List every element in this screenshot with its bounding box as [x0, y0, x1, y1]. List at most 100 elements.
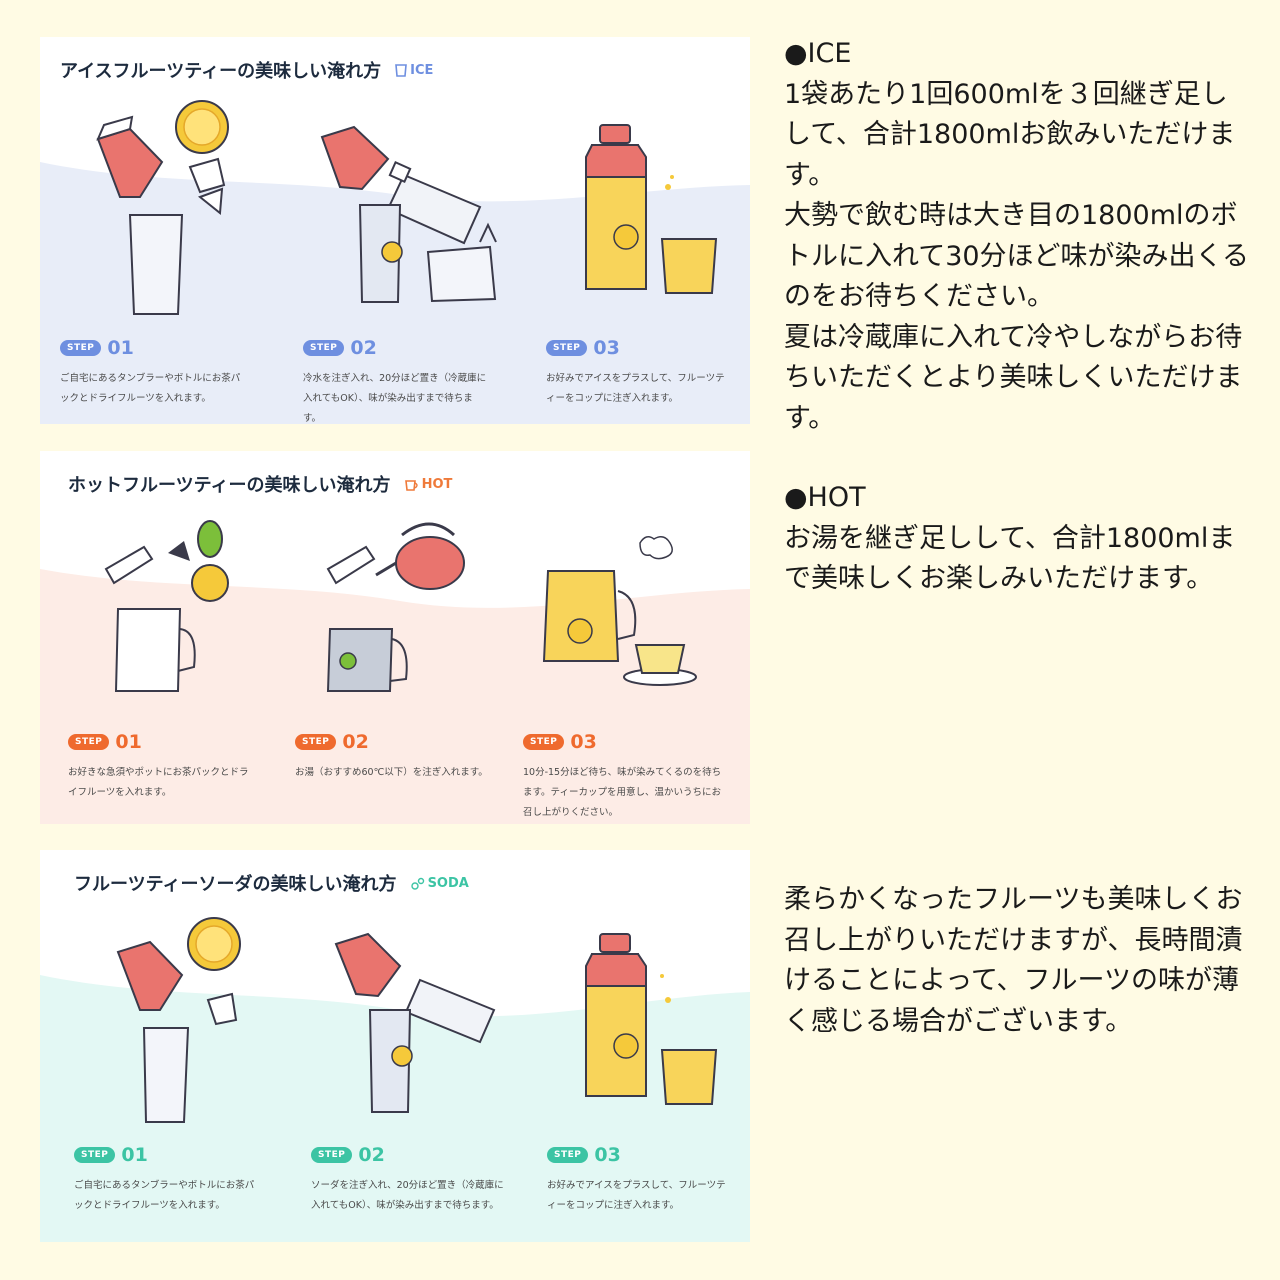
ice-tongs-icon: [479, 222, 497, 243]
step-badge: STEP: [68, 734, 110, 750]
bubble-icon: [665, 997, 671, 1003]
hot-step-1: STEP 01 お好きな急須やポットにお茶パックとドライフルーツを入れます。: [68, 731, 252, 803]
kettle-icon: [375, 522, 465, 590]
soda-card: フルーツティーソーダの美味しい淹れ方 SODA STEP 01 ご自宅にあるタンブ…: [40, 850, 750, 1242]
fruit-note: 柔らかくなったフルーツも美味しくお召し上がりいただけますが、長時間漬けることによ…: [784, 880, 1254, 1042]
ice-note-line: 1袋あたり1回600mlを３回継ぎ足しして、合計1800mlお飲みいただけます。: [784, 78, 1236, 191]
hot-illustrations: [104, 520, 697, 692]
step-badge: STEP: [547, 1147, 589, 1163]
tea-bag-icon: [96, 115, 164, 198]
step-number: 03: [594, 1144, 621, 1166]
step-badge: STEP: [295, 734, 337, 750]
step-description: お好みでアイスをプラスして、フルーツティーをコップに注ぎ入れます。: [546, 373, 725, 404]
soda-step-2: STEP 02 ソーダを注ぎ入れ、20分ほど置き（冷蔵庫に入れてもOK）、味が染み…: [311, 1144, 511, 1216]
hot-step-2: STEP 02 お湯（おすすめ60℃以下）を注ぎ入れます。: [295, 731, 495, 783]
hot-card: ホットフルーツティーの美味しい淹れ方 HOT: [40, 451, 750, 824]
hot-title-text: ホットフルーツティーの美味しい淹れ方: [68, 475, 391, 496]
soda-step-1: STEP 01 ご自宅にあるタンブラーやボトルにお茶パックとドライフルーツを入れま…: [74, 1144, 258, 1216]
step-number: 02: [350, 337, 377, 359]
step-number: 03: [593, 337, 620, 359]
step-badge: STEP: [311, 1147, 353, 1163]
kiwi-slice-icon: [197, 520, 223, 558]
step-badge: STEP: [546, 340, 588, 356]
filter-bottle-icon: [585, 933, 647, 1097]
ice-step-3: STEP 03 お好みでアイスをプラスして、フルーツティーをコップに注ぎ入れます。: [546, 337, 730, 409]
empty-glass-icon: [142, 1027, 190, 1123]
step-description: 10分-15分ほど待ち、味が染みてくるのを待ちます。ティーカップを用意し、温かい…: [523, 767, 722, 818]
apple-slice-icon: [188, 157, 226, 194]
fruit-note-line: 柔らかくなったフルーツも美味しくお召し上がりいただけますが、長時間漬けることによ…: [784, 884, 1243, 1037]
soda-glass-icon: [660, 1049, 718, 1105]
hot-card-title: ホットフルーツティーの美味しい淹れ方 HOT: [68, 471, 452, 497]
hot-heading: ●HOT: [784, 482, 866, 513]
soda-card-title: フルーツティーソーダの美味しい淹れ方 SODA: [74, 870, 469, 896]
bubbles-icon: [410, 877, 424, 890]
lemon-slice-icon: [175, 100, 229, 154]
bubble-icon: [670, 175, 674, 179]
ice-card-title: アイスフルーツティーの美味しい淹れ方 ICE: [60, 57, 433, 83]
ice-illustrations: [96, 100, 718, 315]
tea-bag-icon: [334, 932, 402, 998]
hot-tag-label: HOT: [421, 476, 453, 492]
bubble-icon: [660, 974, 664, 978]
tea-bag-icon: [116, 940, 184, 1011]
ice-tag-label: ICE: [410, 62, 434, 78]
hot-notes: ●HOT お湯を継ぎ足しして、合計1800mlまで美味しくお楽しみいただけます。: [784, 478, 1254, 600]
step-number: 01: [115, 731, 142, 753]
hot-tag: HOT: [404, 476, 453, 492]
step-description: お湯（おすすめ60℃以下）を注ぎ入れます。: [295, 767, 488, 778]
ice-title-text: アイスフルーツティーの美味しい淹れ方: [60, 61, 382, 82]
glass-pitcher-icon: [114, 608, 196, 692]
ice-note-line: 大勢で飲む時は大き目の1800mlのボトルに入れて30分ほど味が染み出くるのをお…: [784, 200, 1250, 312]
step-description: ご自宅にあるタンブラーやボトルにお茶パックとドライフルーツを入れます。: [60, 373, 241, 404]
ice-card: アイスフルーツティーの美味しい淹れ方 ICE: [40, 37, 750, 424]
soda-title-text: フルーツティーソーダの美味しい淹れ方: [74, 874, 397, 895]
ice-tag: ICE: [395, 63, 433, 78]
steam-icon: [639, 536, 673, 560]
step-number: 02: [358, 1144, 385, 1166]
tea-pitcher-icon: [542, 570, 637, 662]
step-description: お好きな急須やポットにお茶パックとドライフルーツを入れます。: [68, 767, 249, 798]
lemon-slice-icon: [381, 241, 403, 263]
step-description: お好みでアイスをプラスして、フルーツティーをコップに注ぎ入れます。: [547, 1180, 726, 1211]
soda-illustrations: [116, 917, 718, 1123]
tea-leaf-icon: [168, 541, 190, 561]
step-badge: STEP: [523, 734, 565, 750]
lemon-slice-icon: [391, 1045, 413, 1067]
orange-slice-icon: [191, 564, 229, 602]
step-number: 03: [570, 731, 597, 753]
tea-bag-icon: [104, 545, 154, 585]
glass-with-tea-icon: [358, 204, 402, 303]
lemon-slice-icon: [187, 917, 241, 971]
iced-tea-glass-icon: [660, 238, 718, 294]
water-bottle-icon: [386, 161, 482, 245]
step-description: ご自宅にあるタンブラーやボトルにお茶パックとドライフルーツを入れます。: [74, 1180, 255, 1211]
step-badge: STEP: [74, 1147, 116, 1163]
glass-with-soda-icon: [368, 1009, 412, 1113]
soda-tag-label: SODA: [427, 875, 469, 891]
tea-bag-icon: [320, 125, 390, 191]
hot-step-3: STEP 03 10分-15分ほど待ち、味が染みてくるのを待ちます。ティーカップを…: [523, 731, 723, 823]
step-number: 02: [342, 731, 369, 753]
tea-bag-icon: [326, 545, 376, 585]
ice-note-line: 夏は冷蔵庫に入れて冷やしながらお待ちいただくとより美味しくいただけます。: [784, 321, 1243, 434]
ice-bucket-icon: [426, 245, 497, 303]
filter-bottle-icon: [585, 124, 647, 290]
step-description: 冷水を注ぎ入れ、20分ほど置き（冷蔵庫に入れてもOK）、味が染み出すまで待ちます…: [303, 373, 487, 424]
ice-heading: ●ICE: [784, 38, 852, 69]
glass-icon: [395, 63, 408, 77]
ice-notes: ●ICE 1袋あたり1回600mlを３回継ぎ足しして、合計1800mlお飲みいた…: [784, 34, 1254, 439]
empty-glass-icon: [128, 214, 184, 315]
soda-step-3: STEP 03 お好みでアイスをプラスして、フルーツティーをコップに注ぎ入れます。: [547, 1144, 731, 1216]
soda-tag: SODA: [410, 875, 469, 891]
step-badge: STEP: [60, 340, 102, 356]
pitcher-with-tea-icon: [326, 628, 408, 692]
step-description: ソーダを注ぎ入れ、20分ほど置き（冷蔵庫に入れてもOK）、味が染み出すまで待ちま…: [311, 1180, 504, 1211]
soda-bottle-icon: [404, 978, 496, 1044]
bubble-icon: [665, 184, 671, 190]
fruit-piece-icon: [197, 187, 224, 215]
step-number: 01: [121, 1144, 148, 1166]
hot-note-line: お湯を継ぎ足しして、合計1800mlまで美味しくお楽しみいただけます。: [784, 522, 1236, 595]
